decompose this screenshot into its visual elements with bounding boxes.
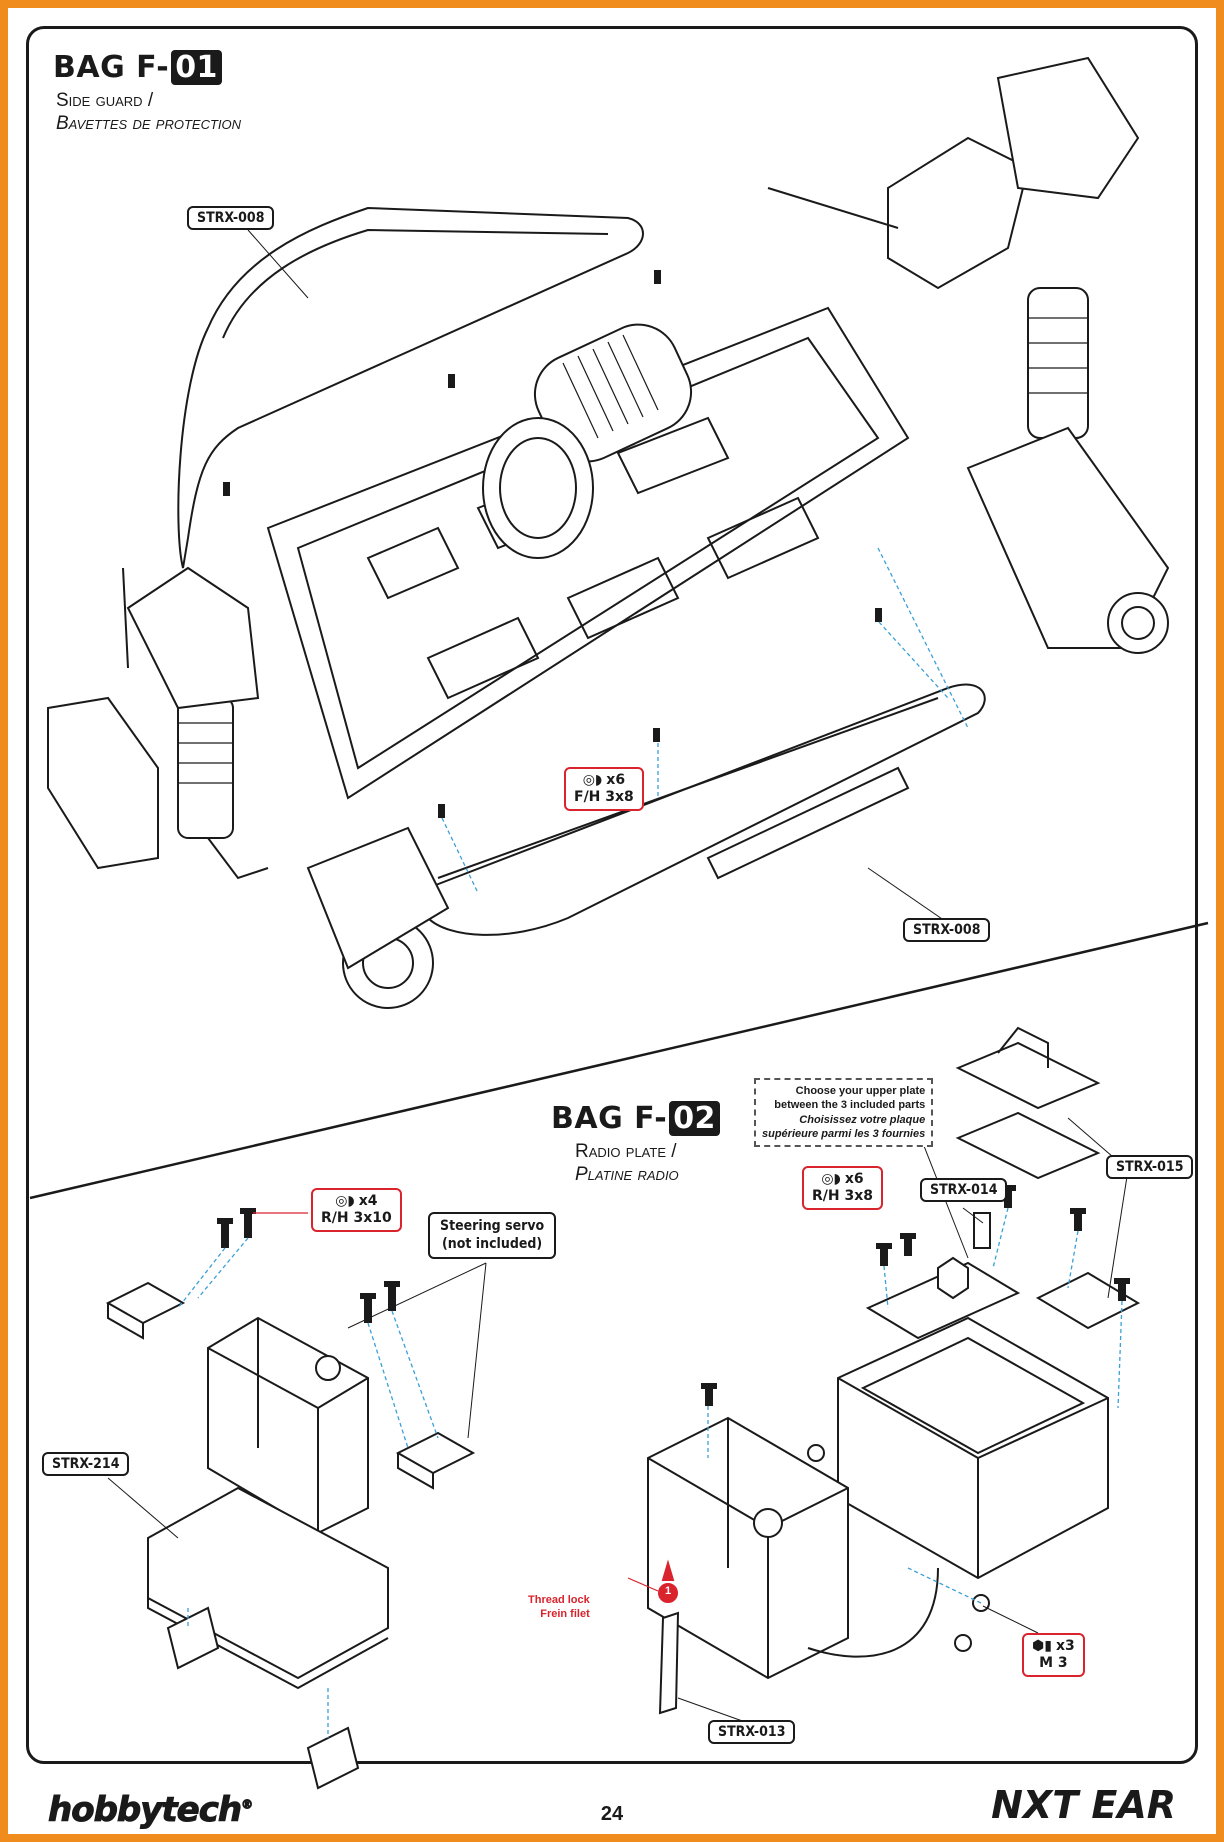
radio-plate-drawing bbox=[105, 1026, 1141, 1790]
registered-mark: ® bbox=[241, 1797, 254, 1812]
hardware-rh-3x10-spec: R/H 3x10 bbox=[321, 1209, 392, 1226]
thread-lock-step-number: 1 bbox=[664, 1585, 672, 1597]
screw-icon: ◎◗ bbox=[582, 772, 603, 788]
thread-lock-note: Thread lock Frein filet bbox=[528, 1594, 590, 1622]
label-strx-015: STRX-015 bbox=[1106, 1155, 1194, 1179]
content-frame bbox=[26, 26, 1198, 1764]
bag-f01-code: 01 bbox=[171, 50, 222, 85]
hardware-rh-3x8: ◎◗x6 R/H 3x8 bbox=[802, 1166, 883, 1210]
hardware-fh-3x8-spec: F/H 3x8 bbox=[574, 788, 634, 805]
steering-servo-note-line2: (not included) bbox=[442, 1235, 543, 1252]
upper-plate-note-en1: Choose your upper plate bbox=[795, 1085, 926, 1097]
hardware-m3-spec: M 3 bbox=[1039, 1654, 1068, 1671]
bag-f02-code: 02 bbox=[669, 1101, 720, 1136]
bag-f01-subtitle: Side guard / Bavettes de protection bbox=[56, 90, 241, 136]
label-strx-214: STRX-214 bbox=[42, 1452, 130, 1476]
hardware-m3-qty: x3 bbox=[1055, 1638, 1075, 1654]
page-number: 24 bbox=[600, 1803, 624, 1825]
label-strx-013: STRX-013 bbox=[708, 1720, 796, 1744]
hardware-fh-3x8: ◎◗x6 F/H 3x8 bbox=[564, 767, 644, 811]
upper-plate-note-fr2: supérieure parmi les 3 fournies bbox=[762, 1127, 926, 1140]
assembly-illustration bbox=[29, 56, 1209, 1790]
bag-f02-title: BAG F-02 bbox=[551, 1101, 720, 1136]
upper-plate-note: Choose your upper plate between the 3 in… bbox=[754, 1078, 934, 1148]
bag-f02-prefix: BAG F- bbox=[551, 1101, 668, 1136]
steering-servo-note-line1: Steering servo bbox=[440, 1218, 545, 1234]
label-strx-008-top: STRX-008 bbox=[187, 206, 275, 230]
upper-plate-note-en2: between the 3 included parts bbox=[774, 1099, 926, 1112]
bag-f01-prefix: BAG F- bbox=[53, 50, 170, 85]
upper-plate-note-fr1: Choisissez votre plaque bbox=[799, 1113, 926, 1126]
bag-f01-subtitle-en: Side guard / bbox=[56, 90, 154, 111]
label-strx-014: STRX-014 bbox=[920, 1178, 1008, 1202]
bag-f02-subtitle-en: Radio plate / bbox=[575, 1141, 677, 1162]
hobbytech-logo-text: hobbytech bbox=[47, 1790, 242, 1831]
nut-icon: ⬢▮ bbox=[1032, 1638, 1052, 1654]
hardware-fh-3x8-qty: x6 bbox=[606, 772, 626, 788]
bag-f01-title: BAG F-01 bbox=[53, 50, 222, 85]
thread-lock-en: Thread lock bbox=[528, 1594, 590, 1606]
bag-f02-subtitle: Radio plate / Platine radio bbox=[575, 1141, 679, 1187]
hardware-rh-3x10: ◎◗x4 R/H 3x10 bbox=[311, 1188, 402, 1232]
label-strx-008-bottom: STRX-008 bbox=[903, 918, 991, 942]
steering-servo-note: Steering servo (not included) bbox=[428, 1212, 557, 1259]
nxt-ear-logo: NXT EAR bbox=[991, 1783, 1176, 1827]
hardware-rh-3x8-qty: x6 bbox=[844, 1171, 864, 1187]
bag-f02-subtitle-fr: Platine radio bbox=[575, 1163, 679, 1185]
screw-icon: ◎◗ bbox=[821, 1171, 841, 1187]
hardware-m3: ⬢▮x3 M 3 bbox=[1022, 1633, 1085, 1677]
hobbytech-logo: hobbytech® bbox=[47, 1790, 254, 1831]
screw-icon: ◎◗ bbox=[335, 1193, 355, 1209]
hardware-rh-3x10-qty: x4 bbox=[358, 1193, 378, 1209]
chassis-drawing bbox=[47, 56, 1170, 1009]
thread-lock-fr: Frein filet bbox=[540, 1607, 590, 1620]
hardware-rh-3x8-spec: R/H 3x8 bbox=[812, 1187, 873, 1204]
bag-f01-subtitle-fr: Bavettes de protection bbox=[56, 112, 242, 134]
